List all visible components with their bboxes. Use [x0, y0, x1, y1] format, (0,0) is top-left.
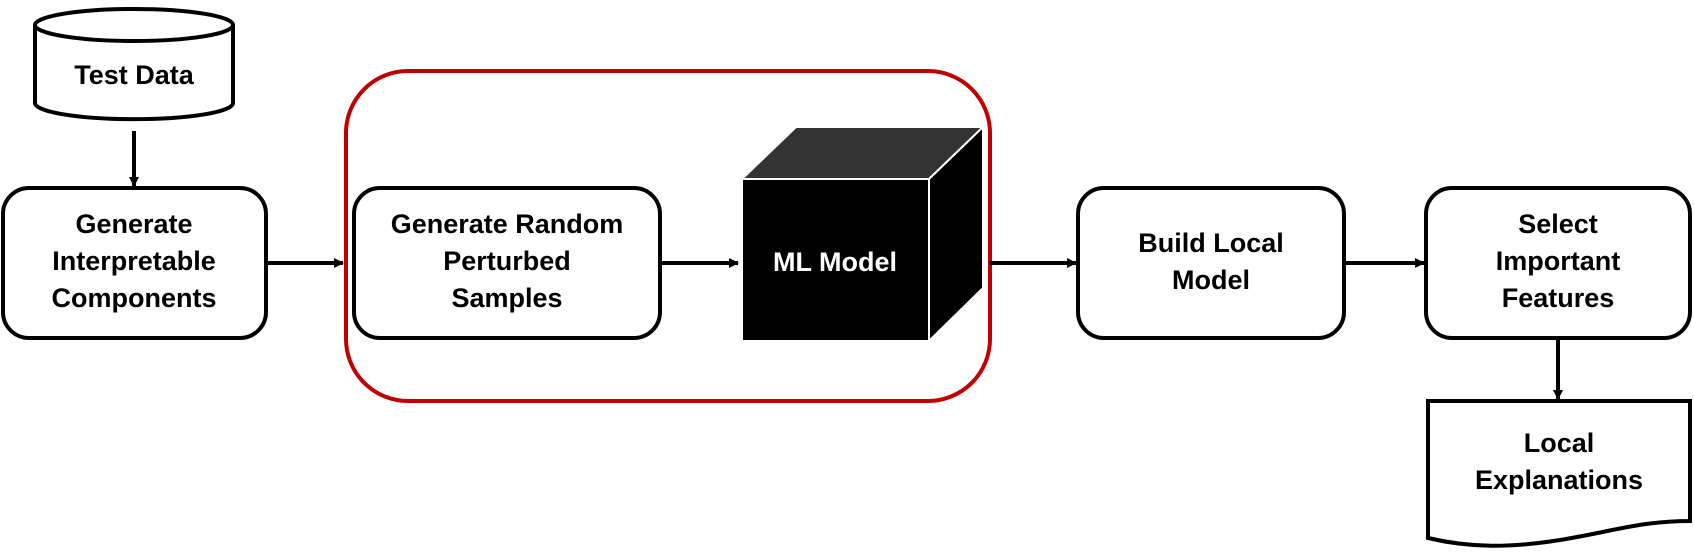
- label-line: Select: [1518, 209, 1598, 239]
- test-data-node: Test Data: [33, 7, 235, 122]
- label-line: Interpretable: [52, 246, 216, 276]
- cube-front-face: [741, 178, 930, 342]
- ml-model-label: ML Model: [773, 247, 897, 277]
- label-line: Perturbed: [443, 246, 571, 276]
- label-line: Generate Random: [391, 209, 624, 239]
- label-line: ML Model: [773, 247, 897, 277]
- label-line: Test Data: [74, 60, 195, 90]
- label-line: Samples: [451, 283, 562, 313]
- label-line: Features: [1502, 283, 1615, 313]
- label-line: Components: [52, 283, 217, 313]
- ml-model-node: ML Model: [739, 124, 986, 344]
- label-line: Generate: [75, 209, 192, 239]
- label-line: Build Local: [1138, 228, 1284, 258]
- label-line: Model: [1172, 265, 1250, 295]
- label-line: Local: [1524, 428, 1595, 458]
- label-line: Important: [1496, 246, 1621, 276]
- perturbation-group-outline: [344, 69, 992, 403]
- test-data-label: Test Data: [74, 60, 195, 90]
- label-line: Explanations: [1475, 465, 1643, 495]
